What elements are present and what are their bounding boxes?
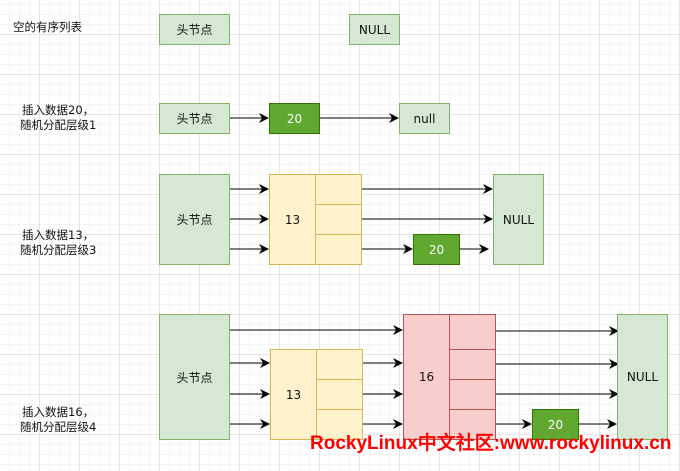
row4-node-16-level1 (449, 409, 496, 440)
row1-head-node: 头节点 (159, 14, 230, 45)
row3-node-20: 20 (413, 234, 460, 265)
row2-node-20: 20 (269, 103, 320, 134)
row4-node-13-level3 (316, 349, 363, 380)
watermark: RockyLinux中文社区:www.rockylinux.cn (310, 433, 672, 454)
row2-label-line1: 插入数据20， (22, 103, 95, 117)
row2-null-node: null (399, 103, 450, 134)
row2-label: 插入数据20， 随机分配层级1 (20, 103, 97, 133)
row4-label: 插入数据16， 随机分配层级4 (20, 405, 97, 435)
row4-node-20: 20 (532, 409, 579, 440)
row3-node-13-level2 (315, 204, 362, 235)
row3-label-line2: 随机分配层级3 (20, 243, 97, 257)
row3-null-node: NULL (493, 174, 544, 265)
row4-null-node: NULL (617, 314, 668, 440)
row4-node-16-value: 16 (403, 314, 450, 440)
row4-node-16-level3 (449, 349, 496, 380)
row3-node-13-level3 (315, 174, 362, 205)
row3-node-13-level1 (315, 234, 362, 265)
row4-node-16-level2 (449, 379, 496, 410)
row2-head-node: 头节点 (159, 103, 230, 134)
row3-label: 插入数据13， 随机分配层级3 (20, 228, 97, 258)
row3-label-line1: 插入数据13， (22, 228, 95, 242)
row1-label-line1: 空的有序列表 (13, 20, 82, 34)
row4-node-16-level4 (449, 314, 496, 350)
row2-label-line2: 随机分配层级1 (20, 118, 97, 132)
row4-label-line1: 插入数据16， (22, 405, 95, 419)
row3-node-13-value: 13 (269, 174, 316, 265)
row4-node-13-value: 13 (270, 349, 317, 440)
row1-null-node: NULL (349, 14, 400, 45)
row4-label-line2: 随机分配层级4 (20, 420, 97, 434)
row4-head-node: 头节点 (159, 314, 230, 440)
row4-node-13-level1 (316, 409, 363, 440)
row1-label: 空的有序列表 (13, 20, 82, 35)
row4-node-13-level2 (316, 379, 363, 410)
row3-head-node: 头节点 (159, 174, 230, 265)
